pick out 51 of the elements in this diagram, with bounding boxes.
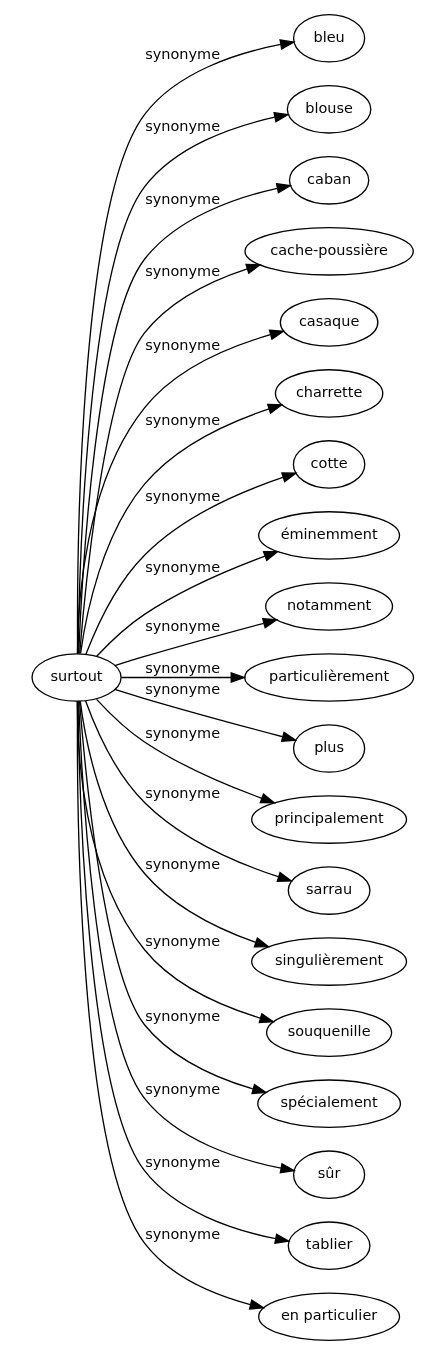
arrow [79,403,284,655]
node-ellipse: sarrau [287,866,371,915]
node-ellipse: cotte [292,440,365,489]
node-ellipse: casaque [279,298,379,347]
arrow [78,700,268,1095]
node-ellipse: tablier [287,1221,371,1271]
edge-label: synonyme [144,118,220,135]
node-ellipse: souquenille [265,1008,392,1057]
arrow [76,700,291,1245]
node-ellipse: surtout [30,653,122,702]
edge-label: synonyme [144,1081,220,1098]
arrow [84,700,293,882]
arrow [95,698,276,804]
arrow [77,700,296,1174]
edge-label: synonyme [144,487,220,504]
edge-label: synonyme [144,411,220,428]
edge-label: synonyme [144,932,220,949]
node-ellipse: caban [288,156,369,205]
edge-label: synonyme [144,336,220,353]
edge-label: synonyme [144,559,220,576]
edge-label: synonyme [144,785,220,802]
node-ellipse: principalement [250,795,407,844]
edge-label: synonyme [144,618,220,635]
arrow [78,263,262,655]
arrow [113,618,279,667]
arrow [113,688,297,742]
arrow [95,550,279,657]
arrow [84,472,298,655]
edge-label: synonyme [144,263,220,280]
edge-label: synonyme [144,856,220,873]
edge-label: synonyme [144,1153,220,1170]
arrow [79,700,270,948]
edge-label: synonyme [144,681,220,698]
edge-label: synonyme [144,1225,220,1242]
edge-label: synonyme [144,1007,220,1024]
node-ellipse: bleu [292,13,365,63]
node-ellipse: plus [292,724,365,773]
node-ellipse: notamment [264,582,393,631]
arrow [120,671,246,684]
node-ellipse: particulièrement [243,653,414,702]
edge-label: synonyme [144,190,220,207]
node-ellipse: charrette [274,369,383,418]
node-ellipse: blouse [286,84,371,134]
node-ellipse: spécialement [256,1079,401,1128]
node-ellipse: sûr [292,1150,365,1199]
arrow [76,329,285,655]
arrow [76,700,265,1310]
edge-label: synonyme [144,660,220,677]
node-ellipse: en particulier [257,1292,400,1342]
edge-label: synonyme [144,46,220,63]
edge-label: synonyme [144,724,220,741]
